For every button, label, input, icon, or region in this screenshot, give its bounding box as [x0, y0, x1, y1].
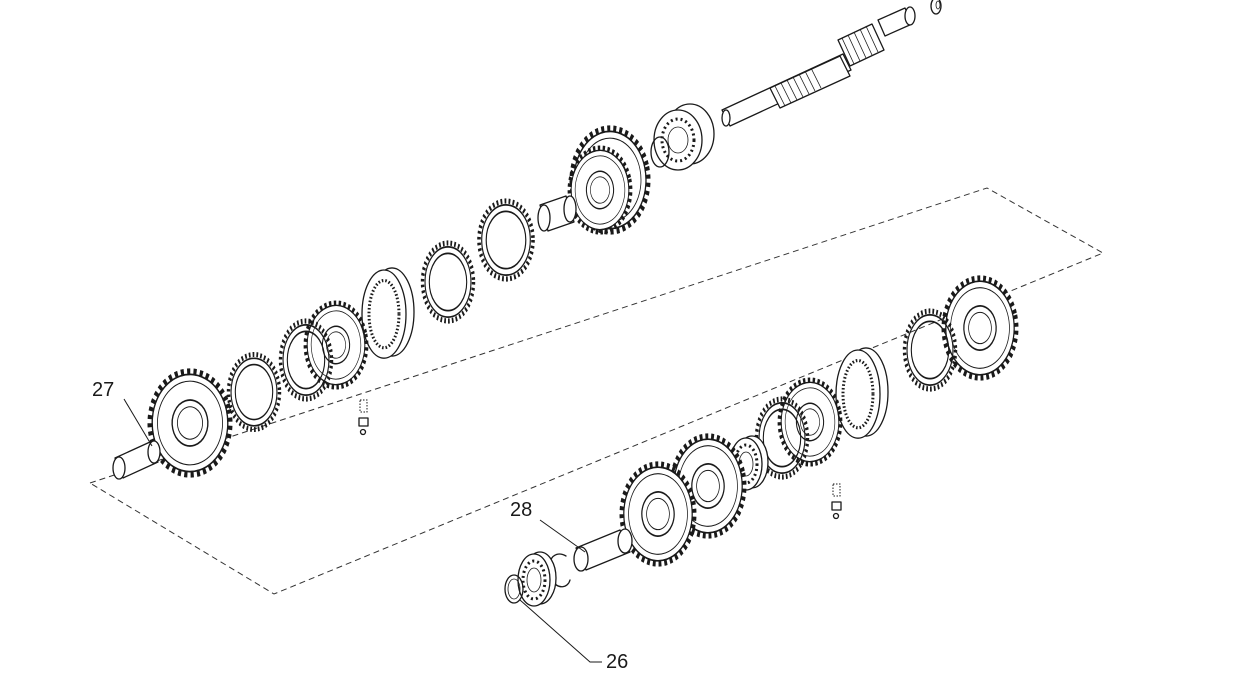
- main-bearing: [653, 103, 715, 171]
- callout-27: 27: [92, 379, 153, 447]
- detent-spring-lower: [831, 483, 842, 520]
- callout-26-label: 26: [606, 651, 628, 673]
- bushing-28: [573, 528, 633, 572]
- detent-spring-upper: [358, 399, 369, 436]
- callout-27-label: 27: [92, 379, 114, 401]
- callout-28: 28: [510, 499, 586, 553]
- shift-sleeve-lower: [834, 346, 890, 440]
- callout-28-label: 28: [510, 499, 532, 521]
- bearing-26: [516, 550, 558, 608]
- sync-ring-upper-4: [229, 355, 280, 430]
- shift-sleeve-upper: [360, 266, 416, 360]
- sync-ring-upper-2: [423, 243, 474, 321]
- main-shaft: [721, 0, 942, 127]
- shaft-stub-27: [112, 440, 161, 480]
- washer-26: [504, 574, 524, 604]
- gear-27: [141, 360, 239, 486]
- circlip-upper: [650, 136, 670, 168]
- callout-26: 26: [519, 599, 628, 673]
- subassembly-dashed-frame: [88, 187, 1105, 595]
- needle-bushing-upper: [537, 195, 577, 232]
- sync-ring-upper-1: [479, 201, 533, 279]
